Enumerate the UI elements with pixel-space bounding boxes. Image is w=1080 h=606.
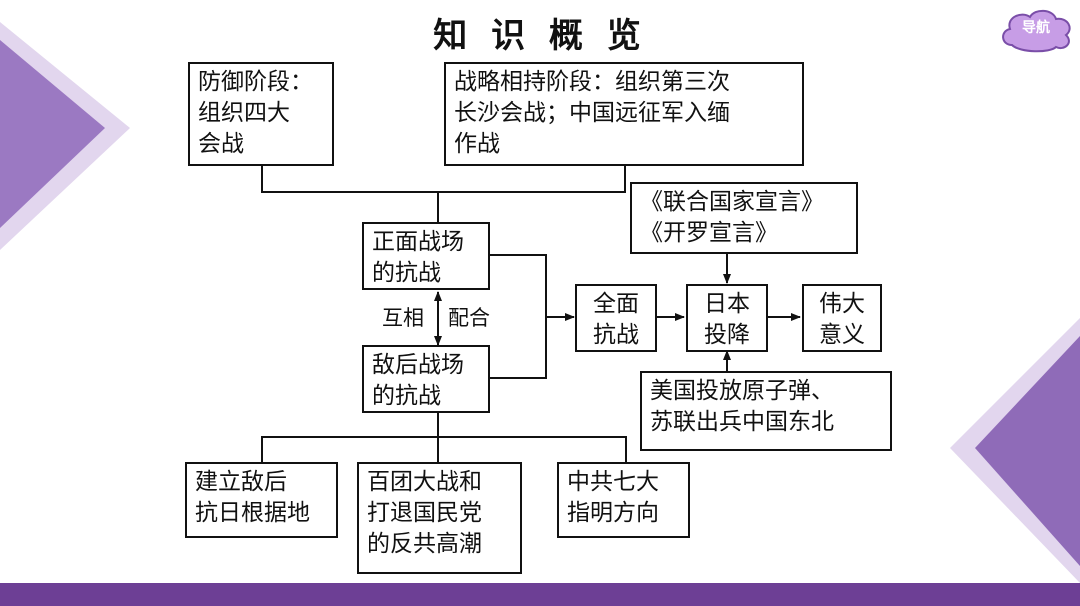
defense-stage-box: 防御阶段： 组织四大 会战: [188, 62, 334, 166]
rear-battlefield-box: 敌后战场 的抗战: [362, 345, 490, 413]
full-war-box: 全面 抗战: [575, 284, 657, 352]
frontal-battlefield-box: 正面战场 的抗战: [362, 222, 490, 290]
us-soviet-box: 美国投放原子弹、 苏联出兵中国东北: [640, 371, 892, 451]
connector-stages: [261, 166, 626, 193]
cooperation-label-left: 互相: [382, 306, 424, 330]
connector-frontal: [490, 254, 547, 379]
connector-bottom: [261, 436, 627, 462]
right-dark-triangle: [975, 336, 1080, 566]
left-dark-triangle: [0, 40, 105, 228]
bottom-accent-bar: [0, 583, 1080, 606]
nav-label: 导航: [1022, 20, 1050, 36]
hundred-regiments-box: 百团大战和 打退国民党 的反共高潮: [357, 462, 522, 574]
ccp-seventh-congress-box: 中共七大 指明方向: [557, 462, 690, 538]
declarations-box: 《联合国家宣言》 《开罗宣言》: [630, 182, 858, 254]
base-areas-box: 建立敌后 抗日根据地: [185, 462, 338, 538]
page-title: 知 识 概 览: [433, 16, 647, 56]
japan-surrender-box: 日本 投降: [686, 284, 768, 352]
nav-button[interactable]: 导航: [998, 5, 1074, 53]
cloud-icon: [1002, 9, 1071, 53]
stalemate-stage-box: 战略相持阶段：组织第三次 长沙会战；中国远征军入缅 作战: [444, 62, 804, 166]
significance-box: 伟大 意义: [802, 284, 882, 352]
cooperation-label-right: 配合: [448, 306, 490, 330]
